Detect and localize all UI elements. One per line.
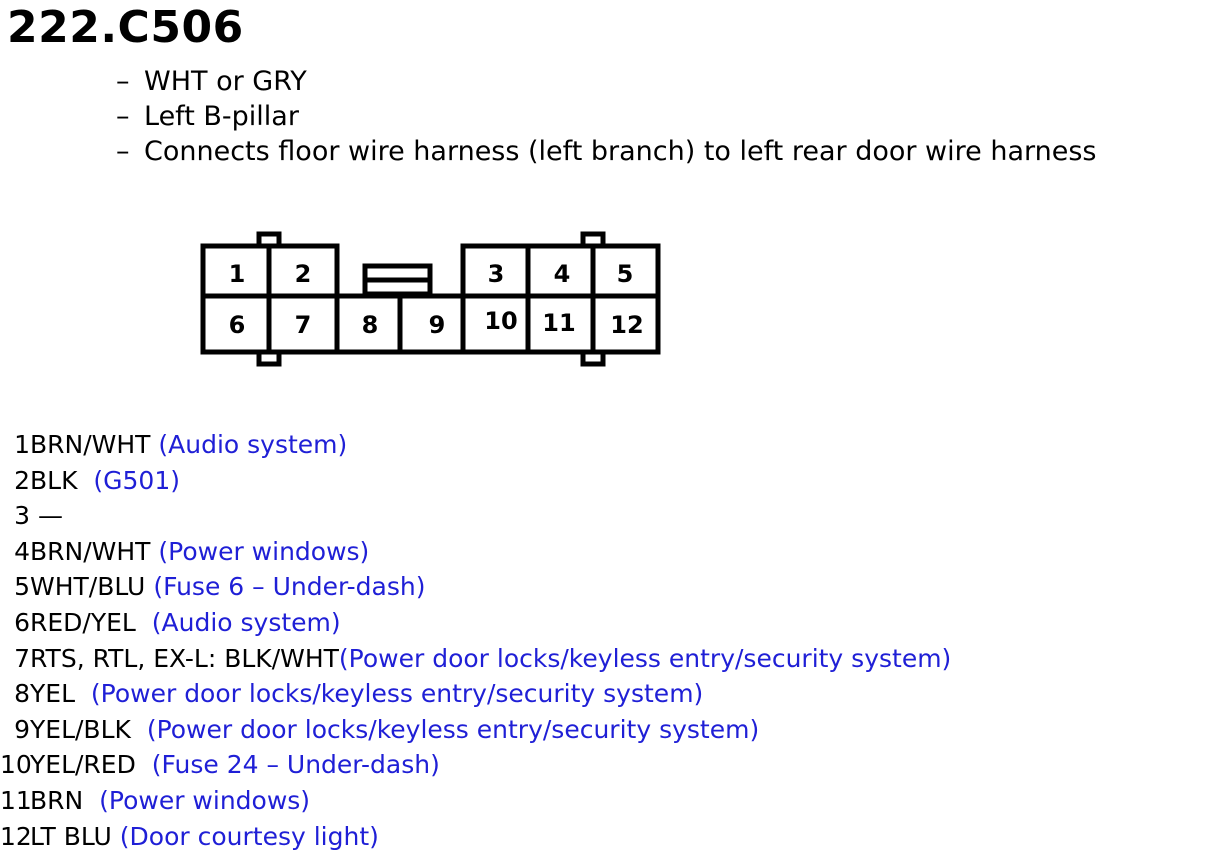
pin-number: 10 — [0, 750, 32, 780]
guide-key-top-left — [256, 231, 282, 249]
cavity-label: 4 — [554, 260, 571, 288]
guide-key-bottom-left — [256, 349, 282, 367]
connector-notes: –WHT or GRY –Left B-pillar –Connects flo… — [116, 64, 1096, 169]
guide-key-top-right — [580, 231, 606, 249]
cavity-label: 6 — [229, 311, 246, 339]
circuit-description: (Fuse 24 – Under-dash) — [151, 750, 440, 780]
pin-number: 3 — [14, 501, 30, 531]
connector-outline — [200, 243, 661, 355]
wire-color: — — [37, 501, 63, 531]
wire-color: RTS, RTL, EX-L: BLK/WHT — [30, 643, 339, 673]
circuit-description: (Door courtesy light) — [119, 821, 379, 851]
pin-row: 3 — — [0, 498, 951, 534]
pin-number: 2 — [14, 465, 30, 495]
circuit-description: (Fuse 6 – Under-dash) — [153, 572, 426, 602]
pin-number: 1 — [14, 430, 30, 459]
pin-number: 5 — [14, 572, 30, 602]
wire-color: WHT/BLU — [30, 572, 146, 602]
page-title: 222.C506 — [7, 2, 244, 53]
wire-color: YEL/RED — [30, 750, 136, 780]
cavity-label: 10 — [484, 307, 517, 335]
circuit-description: (Power windows) — [158, 536, 370, 566]
wire-color: BLK — [30, 465, 78, 495]
pin-number: 9 — [14, 714, 30, 744]
note-color-text: WHT or GRY — [144, 66, 307, 97]
wire-color: RED/YEL — [30, 607, 136, 637]
pin-number: 8 — [14, 679, 30, 709]
cavity-label: 12 — [610, 311, 643, 339]
note-location-text: Left B-pillar — [144, 101, 299, 132]
note-dash: – — [116, 66, 130, 97]
circuit-description: (Power windows) — [99, 785, 311, 815]
wire-color: BRN/WHT — [30, 536, 151, 566]
cavity-label: 9 — [429, 311, 446, 339]
note-color: –WHT or GRY — [116, 64, 1096, 99]
note-dash: – — [116, 101, 130, 132]
pin-number: 7 — [14, 643, 30, 673]
cavity-label: 3 — [488, 260, 505, 288]
wire-color: YEL — [30, 679, 75, 709]
pin-number: 11 — [0, 785, 32, 815]
wire-color: BRN — [30, 785, 84, 815]
note-connection-text: Connects floor wire harness (left branch… — [144, 136, 1097, 167]
wire-color: YEL/BLK — [30, 714, 131, 744]
circuit-description: (G501) — [93, 465, 180, 495]
note-dash: – — [116, 136, 130, 167]
pin-number: 4 — [14, 536, 30, 566]
note-connection: –Connects floor wire harness (left branc… — [116, 134, 1096, 169]
cavity-label: 7 — [295, 311, 312, 339]
wire-color: BRN/WHT — [30, 430, 151, 459]
cavity-label: 11 — [542, 309, 575, 337]
wire-color: LT BLU — [30, 821, 112, 851]
pin-number: 6 — [14, 607, 30, 637]
circuit-description: (Power door locks/keyless entry/security… — [338, 643, 952, 673]
pin-number: 12 — [0, 821, 32, 851]
note-location: –Left B-pillar — [116, 99, 1096, 134]
circuit-description: (Audio system) — [151, 607, 341, 637]
guide-key-bottom-right — [580, 349, 606, 367]
circuit-description: (Power door locks/keyless entry/security… — [146, 714, 760, 744]
cavity-label: 5 — [617, 260, 634, 288]
cavity-label: 1 — [229, 260, 246, 288]
circuit-description: (Audio system) — [158, 430, 348, 459]
connector-diagram: 1 2 3 4 5 6 7 8 9 10 11 12 — [200, 231, 661, 367]
cavity-label: 2 — [295, 260, 312, 288]
circuit-description: (Power door locks/keyless entry/security… — [90, 679, 704, 709]
cavity-label: 8 — [362, 311, 379, 339]
